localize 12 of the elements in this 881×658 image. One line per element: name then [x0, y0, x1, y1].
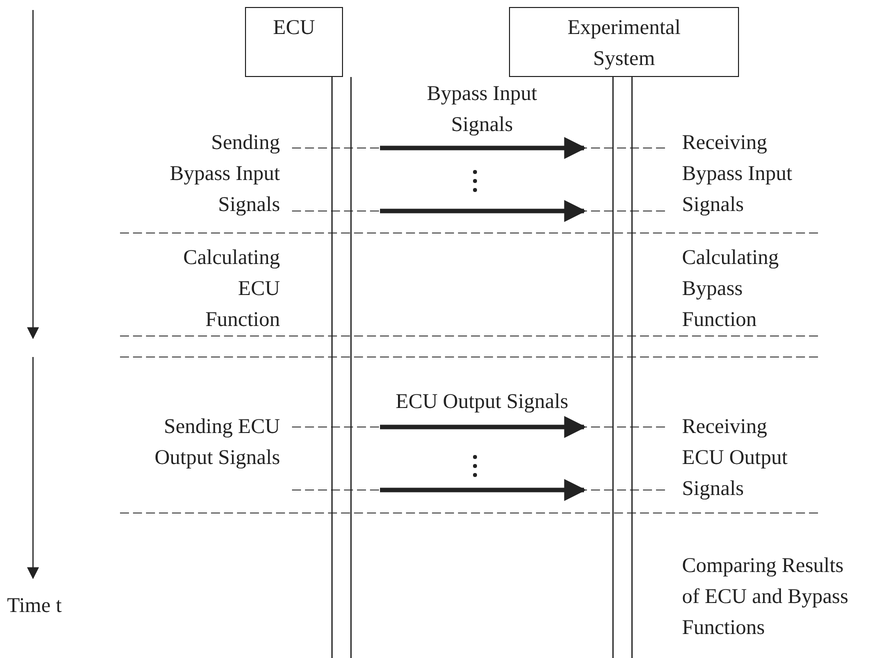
- step-label: Sending ECU Output Signals: [154, 413, 280, 471]
- axis-label: Time t: [7, 592, 63, 619]
- step-label: Calculating Bypass Function: [682, 244, 780, 333]
- edge-label: ECU Output Signals: [394, 388, 570, 415]
- step-label: Sending Bypass Input Signals: [168, 129, 280, 218]
- step-label: Receiving Bypass Input Signals: [682, 129, 794, 218]
- edge-label: Bypass Input Signals: [426, 80, 538, 138]
- participant-box: Experimental System: [509, 7, 739, 77]
- step-label: Calculating ECU Function: [182, 244, 280, 333]
- step-label: Comparing Results of ECU and Bypass Functions: [682, 552, 850, 641]
- participant-box: ECU: [245, 7, 343, 77]
- step-label: Receiving ECU Output Signals: [682, 413, 789, 502]
